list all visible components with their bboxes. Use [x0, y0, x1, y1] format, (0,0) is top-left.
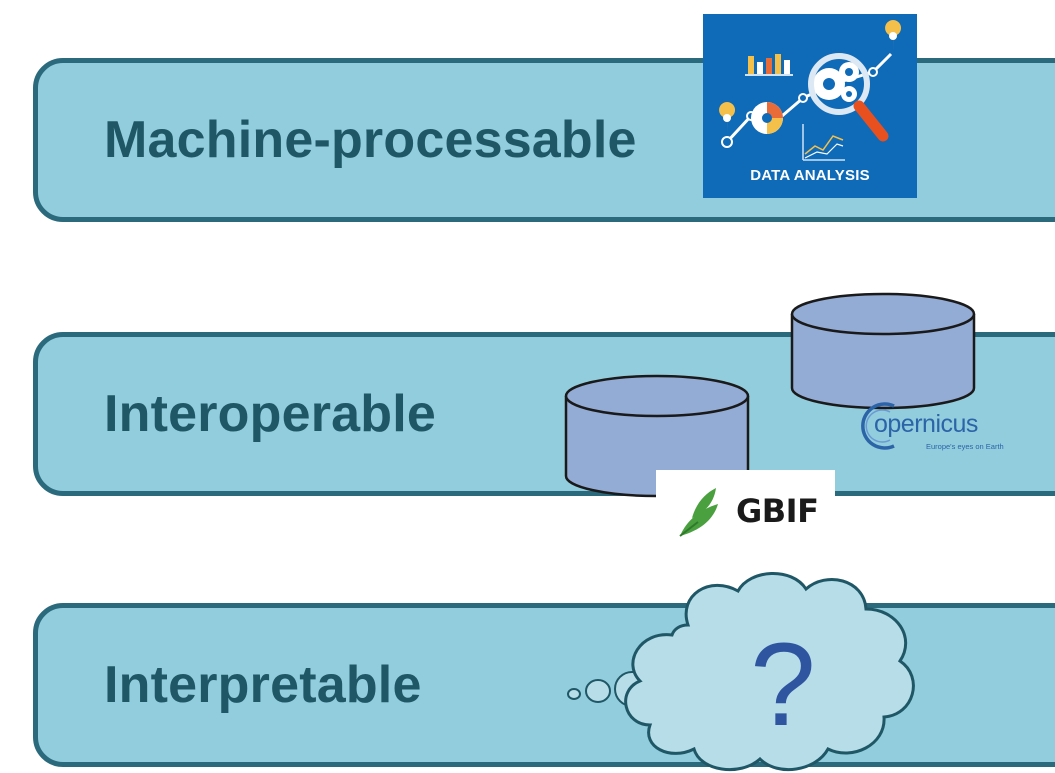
gbif-logo: GBIF [656, 470, 835, 550]
data-analysis-caption: DATA ANALYSIS [750, 167, 870, 184]
gbif-leaf-icon [679, 488, 718, 537]
copernicus-wordmark: opernicus [874, 410, 978, 438]
copernicus-logo: opernicus Europe's eyes on Earth [860, 394, 1032, 458]
pie-chart-icon [751, 102, 783, 134]
copernicus-tagline: Europe's eyes on Earth [926, 442, 1004, 451]
bar-chart-icon [745, 54, 793, 76]
line-chart-icon [802, 124, 845, 161]
data-analysis-graphic [719, 20, 902, 161]
gbif-wordmark: GBIF [736, 492, 819, 530]
thought-cloud-icon: ? [567, 572, 915, 772]
band-label-interpretable: Interpretable [104, 656, 422, 714]
band-label-machine-processable: Machine-processable [104, 111, 637, 169]
database-cylinder-icon [790, 292, 976, 410]
gears-icon [813, 62, 859, 102]
data-analysis-illustration: DATA ANALYSIS [703, 14, 917, 198]
band-label-interoperable: Interoperable [104, 385, 437, 443]
magnifier-icon [808, 53, 889, 142]
question-mark: ? [750, 619, 816, 751]
copernicus-c-icon [861, 402, 895, 450]
